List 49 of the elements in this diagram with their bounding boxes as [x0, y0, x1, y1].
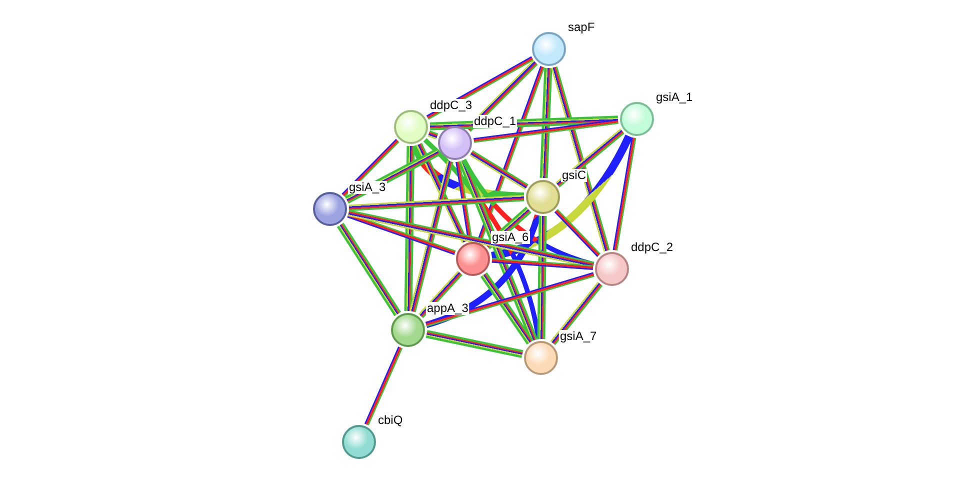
interaction-line — [418, 270, 463, 318]
interaction-line — [347, 213, 456, 255]
node-label: gsiA_1 — [655, 91, 694, 104]
interaction-line — [344, 148, 440, 204]
interaction-line — [551, 66, 610, 252]
protein-node — [524, 341, 558, 375]
node-label: appA_3 — [426, 302, 470, 315]
interaction-line — [416, 142, 468, 244]
interaction-line — [492, 258, 594, 270]
protein-node — [313, 192, 347, 226]
interaction-line — [490, 134, 633, 260]
interaction-line — [612, 137, 636, 251]
interaction-line — [466, 60, 538, 132]
node-label: ddpC_3 — [429, 99, 474, 112]
interaction-line — [550, 282, 603, 346]
interaction-line — [336, 222, 402, 316]
protein-node — [456, 242, 490, 276]
interaction-line — [470, 150, 528, 190]
protein-node — [394, 110, 428, 144]
interaction-line — [554, 209, 601, 257]
interaction-line — [425, 214, 541, 328]
interaction-line — [474, 119, 618, 143]
protein-node — [532, 32, 566, 66]
node-label: ddpC_1 — [473, 115, 518, 128]
interaction-line — [426, 272, 594, 327]
protein-node — [526, 180, 560, 214]
node-label: sapF — [567, 21, 596, 34]
node-label: cbiQ — [377, 414, 404, 427]
protein-node — [342, 425, 376, 459]
node-label: gsiA_6 — [491, 231, 530, 244]
interaction-line — [540, 68, 552, 178]
interaction-line — [458, 159, 538, 342]
interaction-line — [348, 210, 594, 268]
protein-node — [620, 102, 654, 136]
interaction-line — [428, 130, 438, 140]
interaction-line — [348, 194, 524, 212]
node-label: ddpC_2 — [630, 241, 674, 254]
interaction-line — [556, 128, 624, 188]
interaction-line — [426, 330, 524, 358]
interaction-line — [364, 346, 403, 426]
interaction-line — [537, 216, 547, 340]
node-label: gsiC — [561, 169, 588, 182]
node-label: gsiA_7 — [559, 330, 598, 343]
protein-node — [391, 313, 425, 347]
node-label: gsiA_3 — [348, 181, 387, 194]
protein-node — [595, 252, 629, 286]
interaction-line — [480, 272, 534, 345]
interaction-line — [342, 138, 400, 198]
interaction-line — [404, 146, 415, 312]
